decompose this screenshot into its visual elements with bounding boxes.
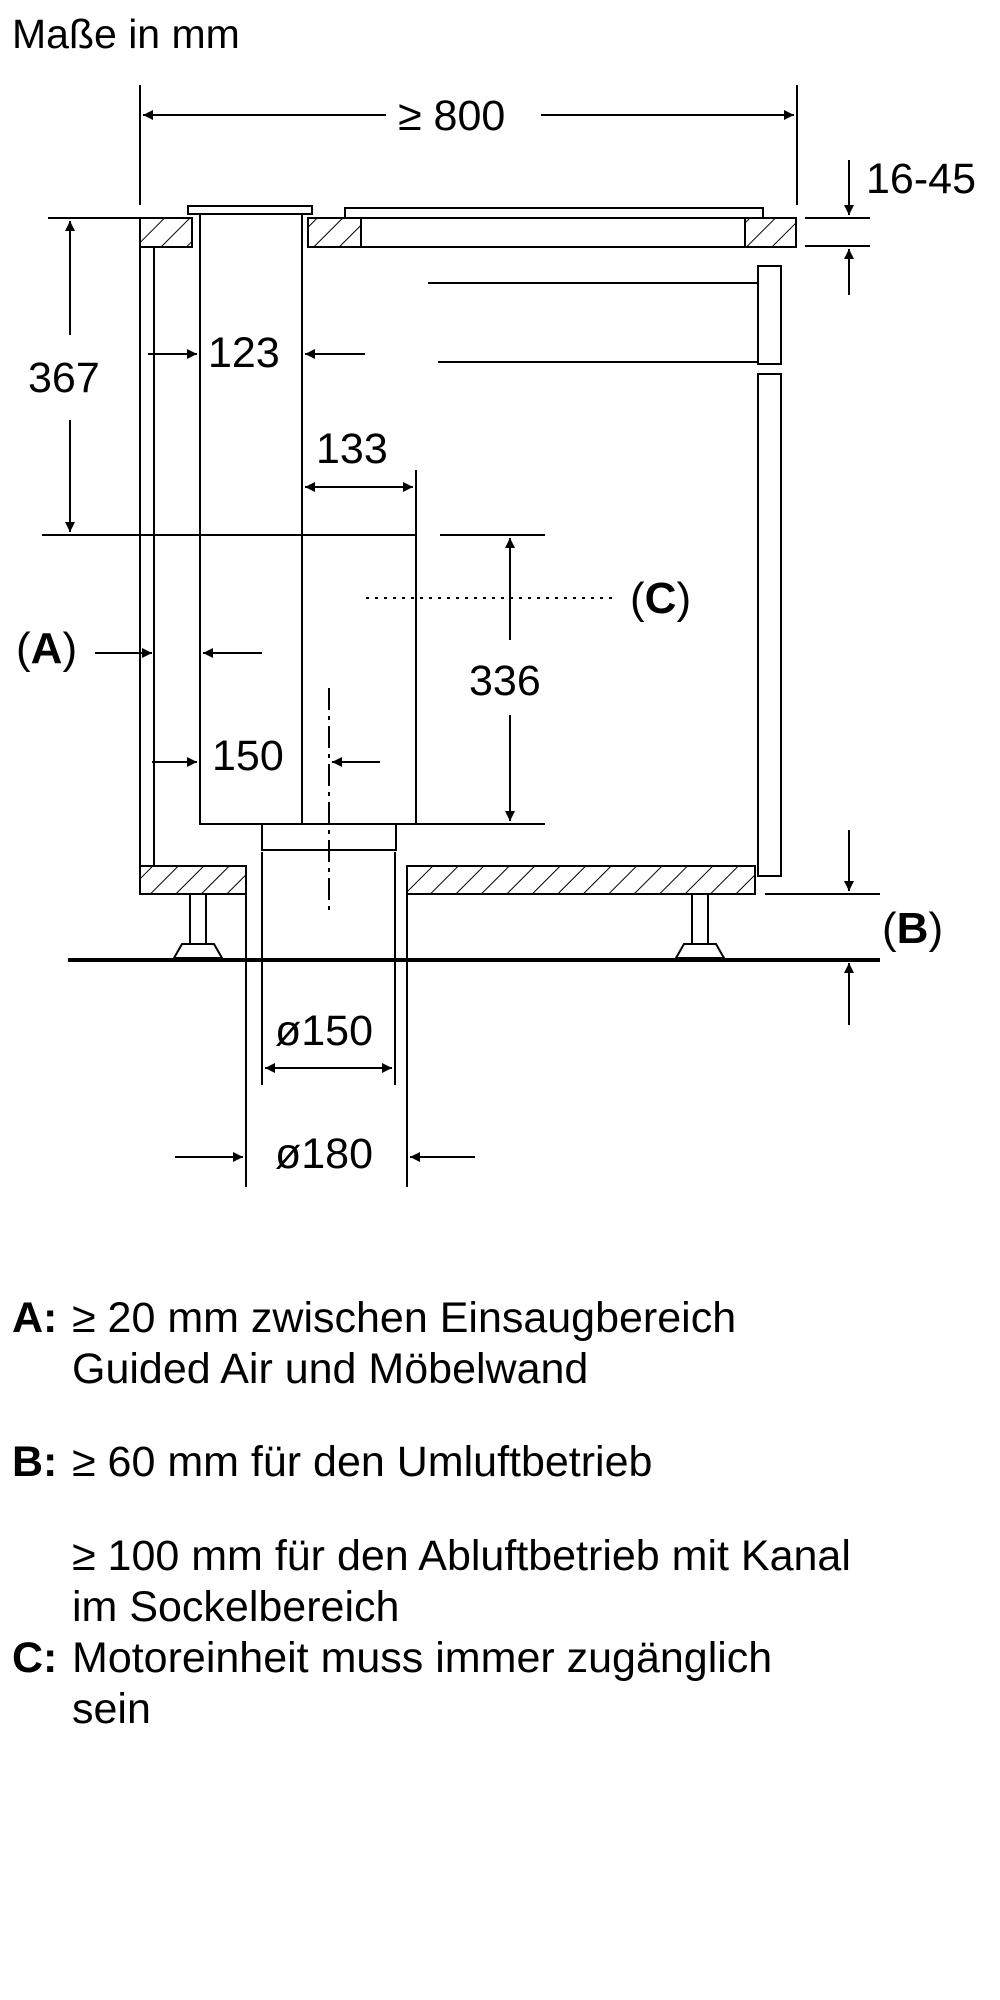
cabinet-bottom (139, 865, 756, 895)
dim-total-width: ≥ 800 (398, 92, 505, 140)
dim-inner-offset: 123 (208, 329, 280, 377)
ref-marker-b: (B) (882, 904, 943, 953)
dim-duct-outer: ø180 (275, 1130, 373, 1178)
legend-text-b-line2: ≥ 100 mm für den Abluftbetrieb mit Kanal (72, 1532, 851, 1580)
dim-duct-offset: 150 (212, 732, 284, 780)
dim-motor-height: 336 (469, 657, 541, 705)
legend-text-b-line3: im Sockelbereich (72, 1583, 400, 1631)
legend-item-a: A: ≥ 20 mm zwischen Einsaugbereich (12, 1293, 972, 1344)
countertop (139, 217, 797, 248)
ref-marker-c: (C) (630, 574, 691, 623)
drawer-fronts (428, 265, 782, 877)
legend: A: ≥ 20 mm zwischen Einsaugbereich Guide… (12, 1293, 972, 1735)
dim-duct-inner: ø150 (275, 1007, 373, 1055)
legend-text-b-line1: ≥ 60 mm für den Umluftbetrieb (72, 1438, 653, 1486)
dim-height-top: 367 (28, 354, 100, 402)
legend-item-b: B: ≥ 60 mm für den Umluftbetrieb (12, 1437, 972, 1488)
legend-key-c: C: (12, 1634, 58, 1682)
motor-unit (199, 534, 417, 851)
legend-text-c-line1: Motoreinheit muss immer zugänglich (72, 1634, 773, 1682)
dim-motor-depth: 133 (316, 425, 388, 473)
legend-text-a-line1: ≥ 20 mm zwischen Einsaugbereich (72, 1294, 737, 1342)
legend-key-b: B: (12, 1438, 58, 1486)
intake-grill (187, 205, 313, 215)
dim-counter-thickness: 16-45 (866, 155, 976, 203)
legend-text-c-line2: sein (72, 1685, 151, 1733)
ref-marker-a: (A) (16, 624, 77, 673)
cabinet-feet (172, 893, 726, 959)
legend-item-c: C: Motoreinheit muss immer zugänglich (12, 1633, 972, 1684)
legend-text-a-line2: Guided Air und Möbelwand (72, 1345, 589, 1393)
cooktop-glass (344, 207, 764, 219)
diagram-title: Maße in mm (12, 11, 240, 57)
installation-diagram: Maße in mm (12, 11, 976, 1187)
legend-key-a: A: (12, 1294, 58, 1342)
